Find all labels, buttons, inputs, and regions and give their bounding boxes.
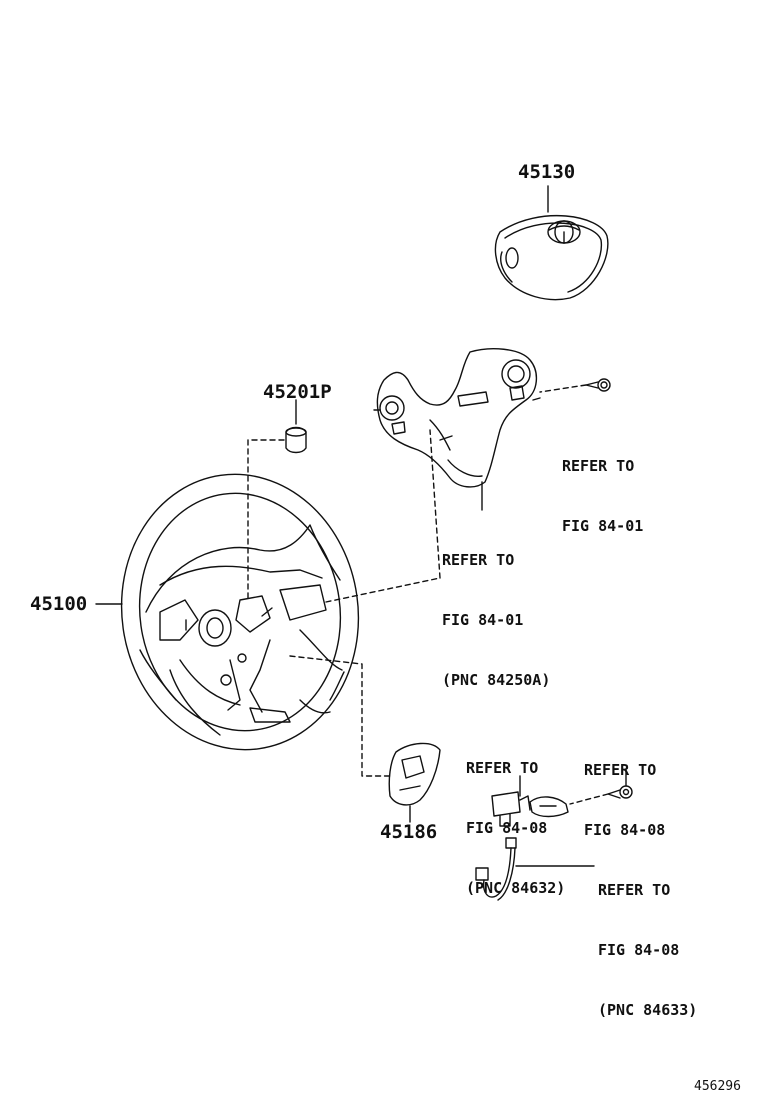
refer-to-fig-84-08-screw: REFER TO FIG 84-08: [584, 720, 665, 860]
steering-wheel-illustration: [120, 473, 360, 751]
switch-bezel-illustration: [373, 348, 541, 488]
dashed-switch-line-2: [429, 429, 441, 579]
part-number-45201p: 45201P: [263, 381, 332, 403]
part-number-45130: 45130: [518, 161, 576, 183]
ref-line-3: (PNC 84632): [466, 879, 566, 897]
dashed-cap-line: [247, 439, 285, 601]
dashed-switch-line: [325, 577, 441, 603]
horn-pad-illustration: [494, 214, 609, 301]
ref-line-3: (PNC 84250A): [442, 671, 551, 689]
cover-illustration: [388, 742, 441, 806]
refer-to-fig-84-08-switch: REFER TO FIG 84-08 (PNC 84632): [466, 718, 565, 918]
part-number-45100: 45100: [30, 593, 88, 615]
ref-line-1: REFER TO: [466, 759, 539, 777]
ref-line-1: REFER TO: [562, 457, 635, 475]
switch-84632-illustration: [491, 791, 569, 827]
refer-to-fig-84-01-switch: REFER TO FIG 84-01 (PNC 84250A): [442, 510, 550, 710]
bolt-illustration: [539, 378, 611, 393]
refer-to-fig-84-01-bolt: REFER TO FIG 84-01: [562, 416, 643, 556]
part-number-45186: 45186: [380, 821, 438, 843]
ref-line-2: FIG 84-01: [562, 517, 644, 535]
refer-to-fig-84-08-wire: REFER TO FIG 84-08 (PNC 84633): [598, 840, 697, 1040]
ref-line-2: FIG 84-01: [442, 611, 524, 629]
figure-id: 456296: [694, 1079, 741, 1094]
ref-line-2: FIG 84-08: [584, 821, 666, 839]
ref-line-1: REFER TO: [442, 551, 515, 569]
ref-line-1: REFER TO: [584, 761, 657, 779]
ref-line-3: (PNC 84633): [598, 1001, 698, 1019]
ref-line-2: FIG 84-08: [598, 941, 680, 959]
wire-harness-illustration: [475, 837, 517, 901]
cap-illustration: [285, 426, 307, 454]
ref-line-1: REFER TO: [598, 881, 671, 899]
ref-line-2: FIG 84-08: [466, 819, 548, 837]
dashed-cover-line: [289, 655, 393, 777]
